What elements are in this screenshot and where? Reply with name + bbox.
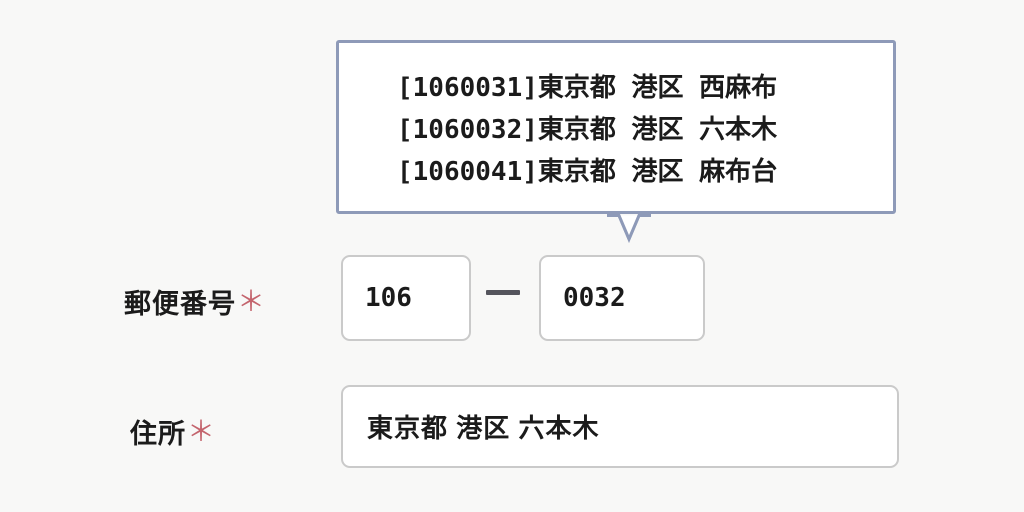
address-label: 住所 ＊ <box>130 412 216 451</box>
popup-pointer-arrow <box>607 214 651 243</box>
required-asterisk-icon: ＊ <box>237 285 267 317</box>
postal-code-first-input[interactable]: 106 <box>341 255 471 341</box>
postal-suggestion-popup[interactable]: [1060031]東京都 港区 西麻布 [1060032]東京都 港区 六本木 … <box>336 40 896 243</box>
suggestion-item-2[interactable]: [1060041]東京都 港区 麻布台 <box>397 157 778 187</box>
required-asterisk-icon: ＊ <box>187 415 217 447</box>
postal-suggestion-list: [1060031]東京都 港区 西麻布 [1060032]東京都 港区 六本木 … <box>397 67 777 193</box>
postal-code-label: 郵便番号 ＊ <box>124 282 266 321</box>
suggestion-item-0[interactable]: [1060031]東京都 港区 西麻布 <box>397 73 778 103</box>
postal-code-second-input[interactable]: 0032 <box>539 255 705 341</box>
address-label-text: 住所 <box>130 419 186 449</box>
postal-code-separator-dash <box>486 290 520 295</box>
postal-code-label-text: 郵便番号 <box>124 289 236 319</box>
address-input[interactable]: 東京都 港区 六本木 <box>341 385 899 468</box>
suggestion-item-1[interactable]: [1060032]東京都 港区 六本木 <box>397 115 778 145</box>
